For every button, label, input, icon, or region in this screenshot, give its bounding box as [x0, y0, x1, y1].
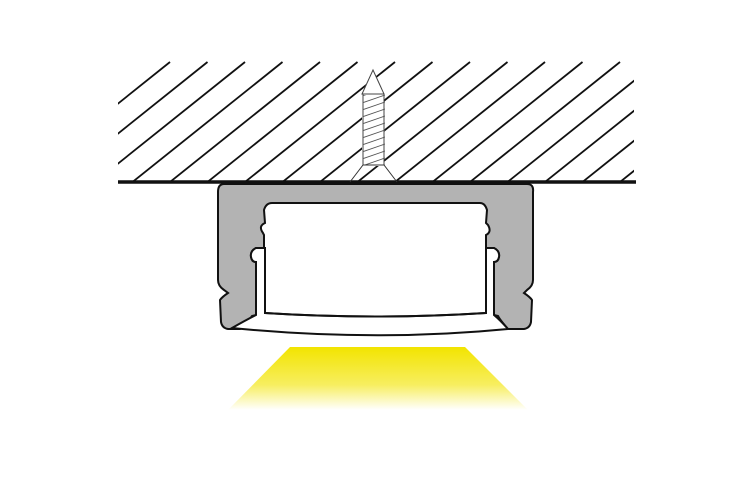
hatch-line	[469, 61, 621, 181]
screw-thread-line	[363, 101, 385, 111]
hatch-line	[169, 61, 321, 181]
screw-thread-line	[363, 115, 385, 125]
hatch-line	[118, 61, 171, 105]
aluminium-profile	[217, 183, 535, 330]
diffuser-cover	[228, 247, 511, 337]
hatch-line	[394, 61, 546, 181]
hatch-line	[432, 61, 584, 181]
hatch-line	[118, 61, 209, 135]
hatch-line	[658, 62, 750, 182]
hatch-line	[282, 61, 434, 181]
screw-thread-line	[363, 150, 385, 160]
screw-thread-line	[363, 143, 385, 153]
hatch-line	[207, 61, 359, 181]
hatch-line	[118, 61, 246, 165]
hatch-line	[582, 139, 634, 181]
diffuser-inner-edge	[264, 248, 487, 318]
ceiling-hatch	[118, 61, 750, 182]
screw-thread-line	[363, 122, 385, 132]
hatch-line	[544, 109, 634, 181]
light-beam	[228, 347, 528, 410]
hatch-line	[132, 61, 284, 181]
hatch-line	[319, 61, 471, 181]
screw-thread-line	[363, 108, 385, 118]
screw-thread-line	[363, 95, 385, 104]
screw-thread-line	[363, 129, 385, 139]
hatch-line	[733, 62, 750, 182]
hatch-line	[619, 169, 634, 181]
hatch-line	[695, 62, 750, 182]
screw	[349, 68, 398, 183]
screw-thread-line	[363, 136, 385, 146]
hatch-line	[507, 79, 634, 181]
